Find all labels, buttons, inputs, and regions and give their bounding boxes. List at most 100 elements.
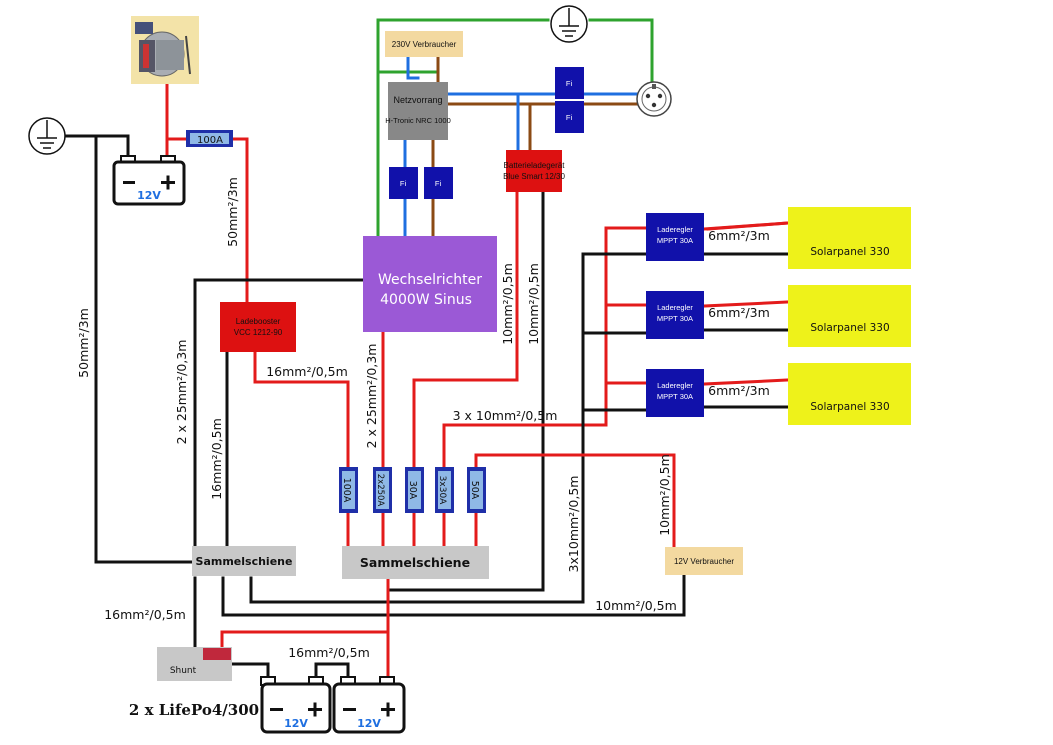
charge-controller-3: Laderegler MPPT 30A <box>646 369 704 417</box>
fuse-30a-label: 30A <box>407 481 418 500</box>
fuse-30a: 30A <box>405 467 424 513</box>
lifepo4-2-voltage: 12V <box>357 717 381 730</box>
solar-panel-1-label: Solarpanel 330 <box>810 246 889 258</box>
fuse-100a-top-label: 100A <box>197 135 223 146</box>
fuse-100a: 100A <box>339 467 358 513</box>
consumer-230v-label: 230V Verbraucher <box>392 40 457 49</box>
label-10mm-12v: 10mm²/0,5m <box>657 454 672 536</box>
fi-label-1: Fi <box>400 179 407 188</box>
busbar-right-label: Sammelschiene <box>360 555 470 570</box>
charger-label-1: Batterieladegerät <box>504 161 566 170</box>
fuse-3x30a-label: 3x30A <box>437 476 447 506</box>
booster-plus-wire <box>253 350 350 470</box>
lifepo4-battery-1: 12V <box>260 676 332 734</box>
label-2x25mm-inverter: 2 x 25mm²/0,3m <box>364 344 379 449</box>
label-16mm-shunt: 16mm²/0,5m <box>104 607 186 622</box>
fi-switch-2: Fi <box>424 167 453 199</box>
charger-label-2: Blue Smart 12/30 <box>503 172 565 181</box>
fi-switch-3: Fi <box>555 67 584 99</box>
solar-panel-1: Solarpanel 330 <box>788 207 911 269</box>
starter-battery: 12V <box>112 155 186 206</box>
battery-bank-label: 2 x LifePo4/300 <box>129 701 259 719</box>
charger-plus-wire <box>412 190 519 470</box>
charge-controller-2: Laderegler MPPT 30A <box>646 291 704 339</box>
neutral-wire-230v <box>406 55 420 80</box>
inverter: Wechselrichter 4000W Sinus <box>363 236 497 332</box>
panel1-plus-wire-b <box>706 221 790 231</box>
label-3x10mm-vertical: 3x10mm²/0,5m <box>566 476 581 573</box>
label-3x10mm-top: 3 x 10mm²/0,5m <box>453 408 558 423</box>
label-2x25mm-left: 2 x 25mm²/0,3m <box>174 340 189 445</box>
load-plus-wire <box>474 453 676 550</box>
fi-label-2: Fi <box>435 179 442 188</box>
cable-labels: 50mm²/3m 50mm²/3m 2 x 25mm²/0,3m 16mm²/0… <box>76 177 770 660</box>
lifepo4-1-voltage: 12V <box>284 717 308 730</box>
busbar-left-label: Sammelschiene <box>196 555 293 568</box>
label-50mm-3m-red: 50mm²/3m <box>225 177 240 247</box>
fi-switch-4: Fi <box>555 101 584 133</box>
panel3-plus-wire <box>702 378 790 386</box>
netzvorrang-unit: Netzvorrang H-Tronic NRC 1000 <box>385 82 451 140</box>
fuse-50a: 50A <box>467 467 486 513</box>
fi-switch-1: Fi <box>389 167 418 199</box>
alternator <box>131 16 199 84</box>
label-16mm-battery: 16mm²/0,5m <box>288 645 370 660</box>
starter-ground-wire <box>94 134 194 564</box>
solar-panel-3: Solarpanel 330 <box>788 363 911 425</box>
socket-230v <box>636 81 672 117</box>
solar-panel-2: Solarpanel 330 <box>788 285 911 347</box>
shunt-label: Shunt <box>170 666 197 676</box>
busbar-left: Sammelschiene <box>192 546 296 576</box>
controller2-label-2: MPPT 30A <box>657 314 693 323</box>
earth-starter-battery-wire <box>61 134 130 162</box>
fi-label-3: Fi <box>566 79 573 88</box>
label-6mm-panel-1: 6mm²/3m <box>708 228 770 243</box>
earth-symbol-top <box>550 5 588 43</box>
solar-panel-2-label: Solarpanel 330 <box>810 322 889 334</box>
lifepo4-battery-2: 12V <box>332 676 406 734</box>
ladebooster-label-1: Ladebooster <box>236 317 281 326</box>
booster-feed-wire <box>231 137 249 304</box>
consumer-230v: 230V Verbraucher <box>385 31 463 57</box>
solar-minus-wire <box>249 252 648 604</box>
earth-wire-socket <box>588 18 654 87</box>
starter-battery-voltage: 12V <box>137 189 161 202</box>
load-minus-wire <box>221 573 686 617</box>
netzvorrang-label-2: H-Tronic NRC 1000 <box>385 116 451 125</box>
label-16mm-left: 16mm²/0,5m <box>209 418 224 500</box>
solar-panel-3-label: Solarpanel 330 <box>810 401 889 413</box>
label-10mm-charger-a: 10mm²/0,5m <box>500 263 515 345</box>
fuse-row: 100A 2x250A 30A 3x30A 50A <box>339 467 486 513</box>
label-10mm-charger-b: 10mm²/0,5m <box>526 263 541 345</box>
fuse-100a-top: 100A <box>186 130 233 147</box>
inverter-label-1: Wechselrichter <box>378 272 482 288</box>
solar-plus-wire <box>442 226 648 470</box>
netzvorrang-label-1: Netzvorrang <box>393 95 442 105</box>
battery-charger: Batterieladegerät Blue Smart 12/30 <box>503 150 565 192</box>
fuse-3x30a: 3x30A <box>435 467 454 513</box>
fi-label-4: Fi <box>566 113 573 122</box>
controller2-label-1: Laderegler <box>657 303 693 312</box>
controller1-label-2: MPPT 30A <box>657 236 693 245</box>
shunt-battery-minus-wire <box>230 662 270 683</box>
panel2-plus-wire <box>702 300 790 308</box>
earth-symbol-left <box>28 117 66 155</box>
ladebooster: Ladebooster VCC 1212-90 <box>220 302 296 352</box>
label-50mm-3m-black: 50mm²/3m <box>76 308 91 378</box>
fuse-50a-label: 50A <box>469 481 480 500</box>
fuse-2x250a-label: 2x250A <box>375 474 385 507</box>
label-16mm-booster: 16mm²/0,5m <box>266 364 348 379</box>
consumer-12v-label: 12V Verbraucher <box>674 557 734 566</box>
controller3-label-1: Laderegler <box>657 381 693 390</box>
ladebooster-label-2: VCC 1212-90 <box>234 328 283 337</box>
busbar-right: Sammelschiene <box>342 546 489 579</box>
controller3-label-2: MPPT 30A <box>657 392 693 401</box>
fuse-100a-label: 100A <box>341 478 352 503</box>
battery-interconnect-wire <box>314 662 350 683</box>
inverter-label-2: 4000W Sinus <box>380 292 472 308</box>
label-6mm-panel-3: 6mm²/3m <box>708 383 770 398</box>
charge-controller-1: Laderegler MPPT 30A <box>646 213 704 261</box>
label-6mm-panel-2: 6mm²/3m <box>708 305 770 320</box>
earth-wire-inverter <box>376 18 550 240</box>
shunt: Shunt <box>157 647 232 681</box>
